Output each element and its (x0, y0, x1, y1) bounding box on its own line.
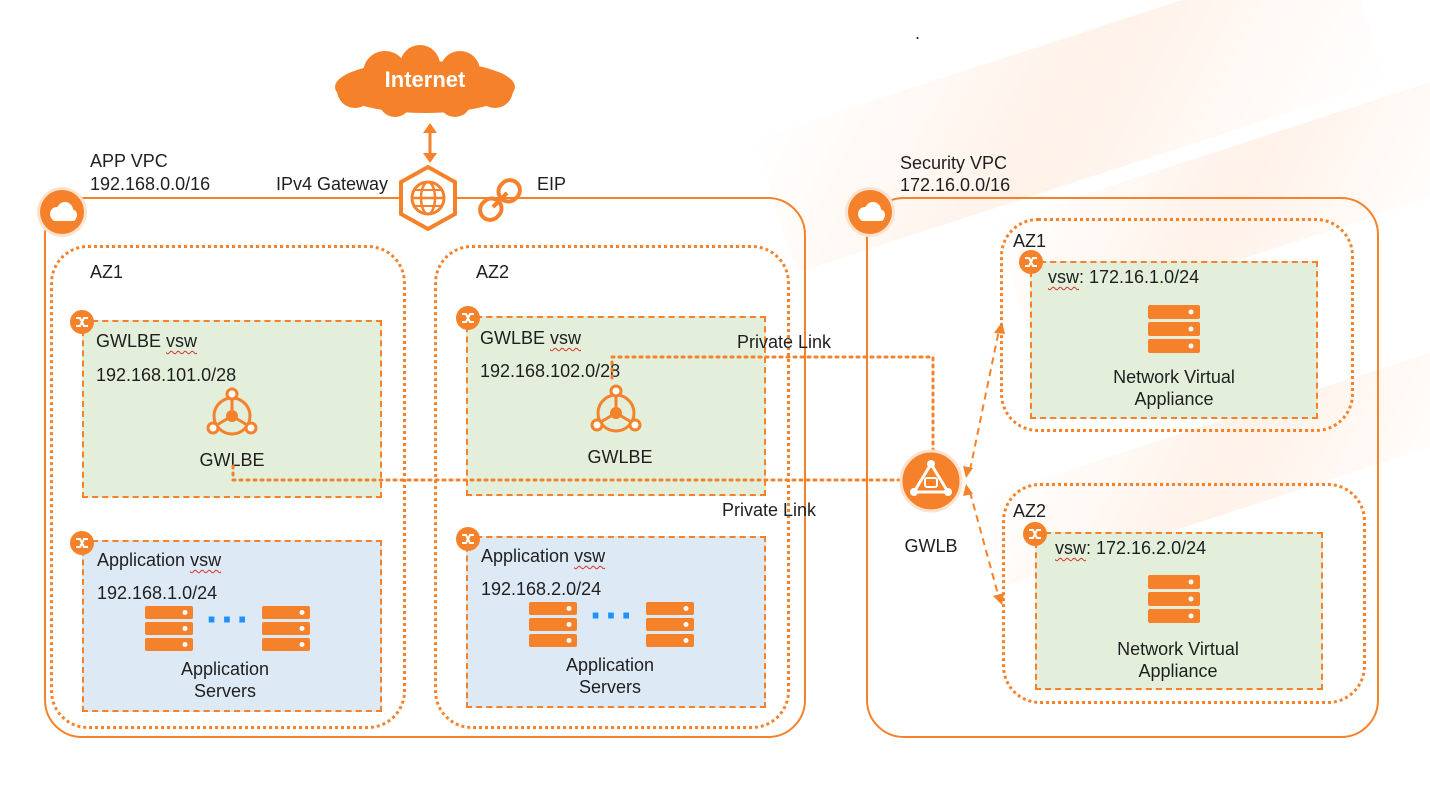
vsw-name-suffix: vsw (550, 328, 582, 348)
private-link-label-bottom: Private Link (722, 500, 817, 520)
security-az2-vsw-label: vsw: 172.16.2.0/24 (1055, 537, 1206, 559)
app-vpc-cidr: 192.168.0.0/16 (90, 174, 211, 194)
gwlb-icon (899, 449, 963, 513)
private-link-az2-line (610, 355, 935, 480)
internet-label: Internet (384, 67, 466, 92)
vsw-cidr: : 172.16.1.0/24 (1079, 267, 1200, 287)
security-az1-container (1000, 218, 1354, 432)
vswitch-icon (1019, 250, 1043, 274)
nva-server-icon (1148, 305, 1200, 353)
app-vpc-name: APP VPC (90, 151, 168, 171)
gwlb-to-az2-arrow (969, 491, 1000, 599)
gwlbe-endpoint-icon (590, 384, 642, 433)
app-az1-gwlbe-vsw-cidr: 192.168.101.0/28 (96, 365, 237, 385)
security-az2-nva-line1: Network Virtual (1117, 639, 1239, 659)
app-vpc-cloud-icon (40, 190, 84, 234)
app-az2-container (434, 245, 790, 729)
nva-server-icon (1148, 575, 1200, 623)
security-az1-nva-line1: Network Virtual (1113, 367, 1235, 387)
app-az1-gwlbe-label: GWLBE (199, 450, 265, 470)
app-az2-application-vsw (466, 536, 766, 708)
stray-mark: . (915, 23, 921, 43)
app-az1-servers-line2: Servers (193, 681, 256, 701)
ipv4-gateway-label: IPv4 Gateway (276, 174, 389, 194)
security-vpc-cloud-icon (848, 190, 892, 234)
server-icon (262, 606, 310, 651)
vsw-name-prefix: GWLBE (480, 328, 551, 348)
app-az1-gwlbe-vsw-name: GWLBE vsw (96, 330, 197, 352)
vsw-name-prefix: vsw (1055, 538, 1086, 558)
eip-link-icon (478, 178, 522, 222)
app-az2-label: AZ2 (476, 262, 510, 282)
app-az1-application-vsw-name: Application vsw (97, 549, 221, 571)
server-icon (145, 606, 193, 651)
security-vpc-cidr: 172.16.0.0/16 (900, 175, 1011, 195)
app-az2-application-vsw-cidr: 192.168.2.0/24 (481, 579, 602, 599)
app-az1-container (50, 245, 406, 729)
vswitch-icon (1023, 522, 1047, 546)
app-az1-application-vsw (82, 540, 382, 712)
vsw-name-prefix: vsw (1048, 267, 1079, 287)
security-vpc-container (866, 197, 1379, 738)
gwlbe-endpoint-icon (206, 387, 258, 436)
server-icon (529, 602, 577, 647)
server-icon (646, 602, 694, 647)
security-az1-vsw-label: vsw: 172.16.1.0/24 (1048, 266, 1199, 288)
security-az1-nva-line2: Appliance (1134, 389, 1214, 409)
vsw-name-prefix: Application (481, 546, 575, 566)
app-az2-gwlbe-vsw-cidr: 192.168.102.0/28 (480, 361, 621, 381)
internet-cloud-icon (335, 45, 515, 117)
app-az2-gwlbe-vsw-name: GWLBE vsw (480, 327, 581, 349)
eip-label: EIP (537, 174, 567, 194)
gwlb-to-az1-arrow (969, 329, 1000, 471)
internet-gateway-arrow (423, 123, 437, 163)
security-az2-label: AZ2 (1013, 501, 1047, 521)
security-vpc-name: Security VPC (900, 153, 1008, 173)
vsw-name-suffix: vsw (190, 550, 222, 570)
vsw-name-suffix: vsw (166, 331, 198, 351)
gwlb-label: GWLB (904, 536, 958, 556)
vswitch-icon (456, 306, 480, 330)
security-az2-nva-line2: Appliance (1138, 661, 1218, 681)
app-az2-gwlbe-label: GWLBE (587, 447, 653, 467)
security-az2-container (1002, 483, 1366, 704)
security-az1-label: AZ1 (1013, 231, 1047, 251)
vswitch-icon (70, 310, 94, 334)
vsw-name-prefix: GWLBE (96, 331, 167, 351)
vsw-name-prefix: Application (97, 550, 191, 570)
app-az2-application-vsw-name: Application vsw (481, 545, 605, 567)
app-az2-servers-line2: Servers (578, 677, 641, 697)
vswitch-icon (456, 527, 480, 551)
app-az2-servers-line1: Application (565, 655, 655, 675)
app-az1-application-vsw-cidr: 192.168.1.0/24 (97, 583, 218, 603)
vsw-cidr: : 172.16.2.0/24 (1086, 538, 1207, 558)
vsw-name-suffix: vsw (574, 546, 606, 566)
app-az1-label: AZ1 (90, 262, 124, 282)
private-link-label-top: Private Link (737, 332, 832, 352)
vswitch-icon (70, 531, 94, 555)
ipv4-gateway-icon (399, 165, 457, 231)
app-az1-servers-line1: Application (180, 659, 270, 679)
